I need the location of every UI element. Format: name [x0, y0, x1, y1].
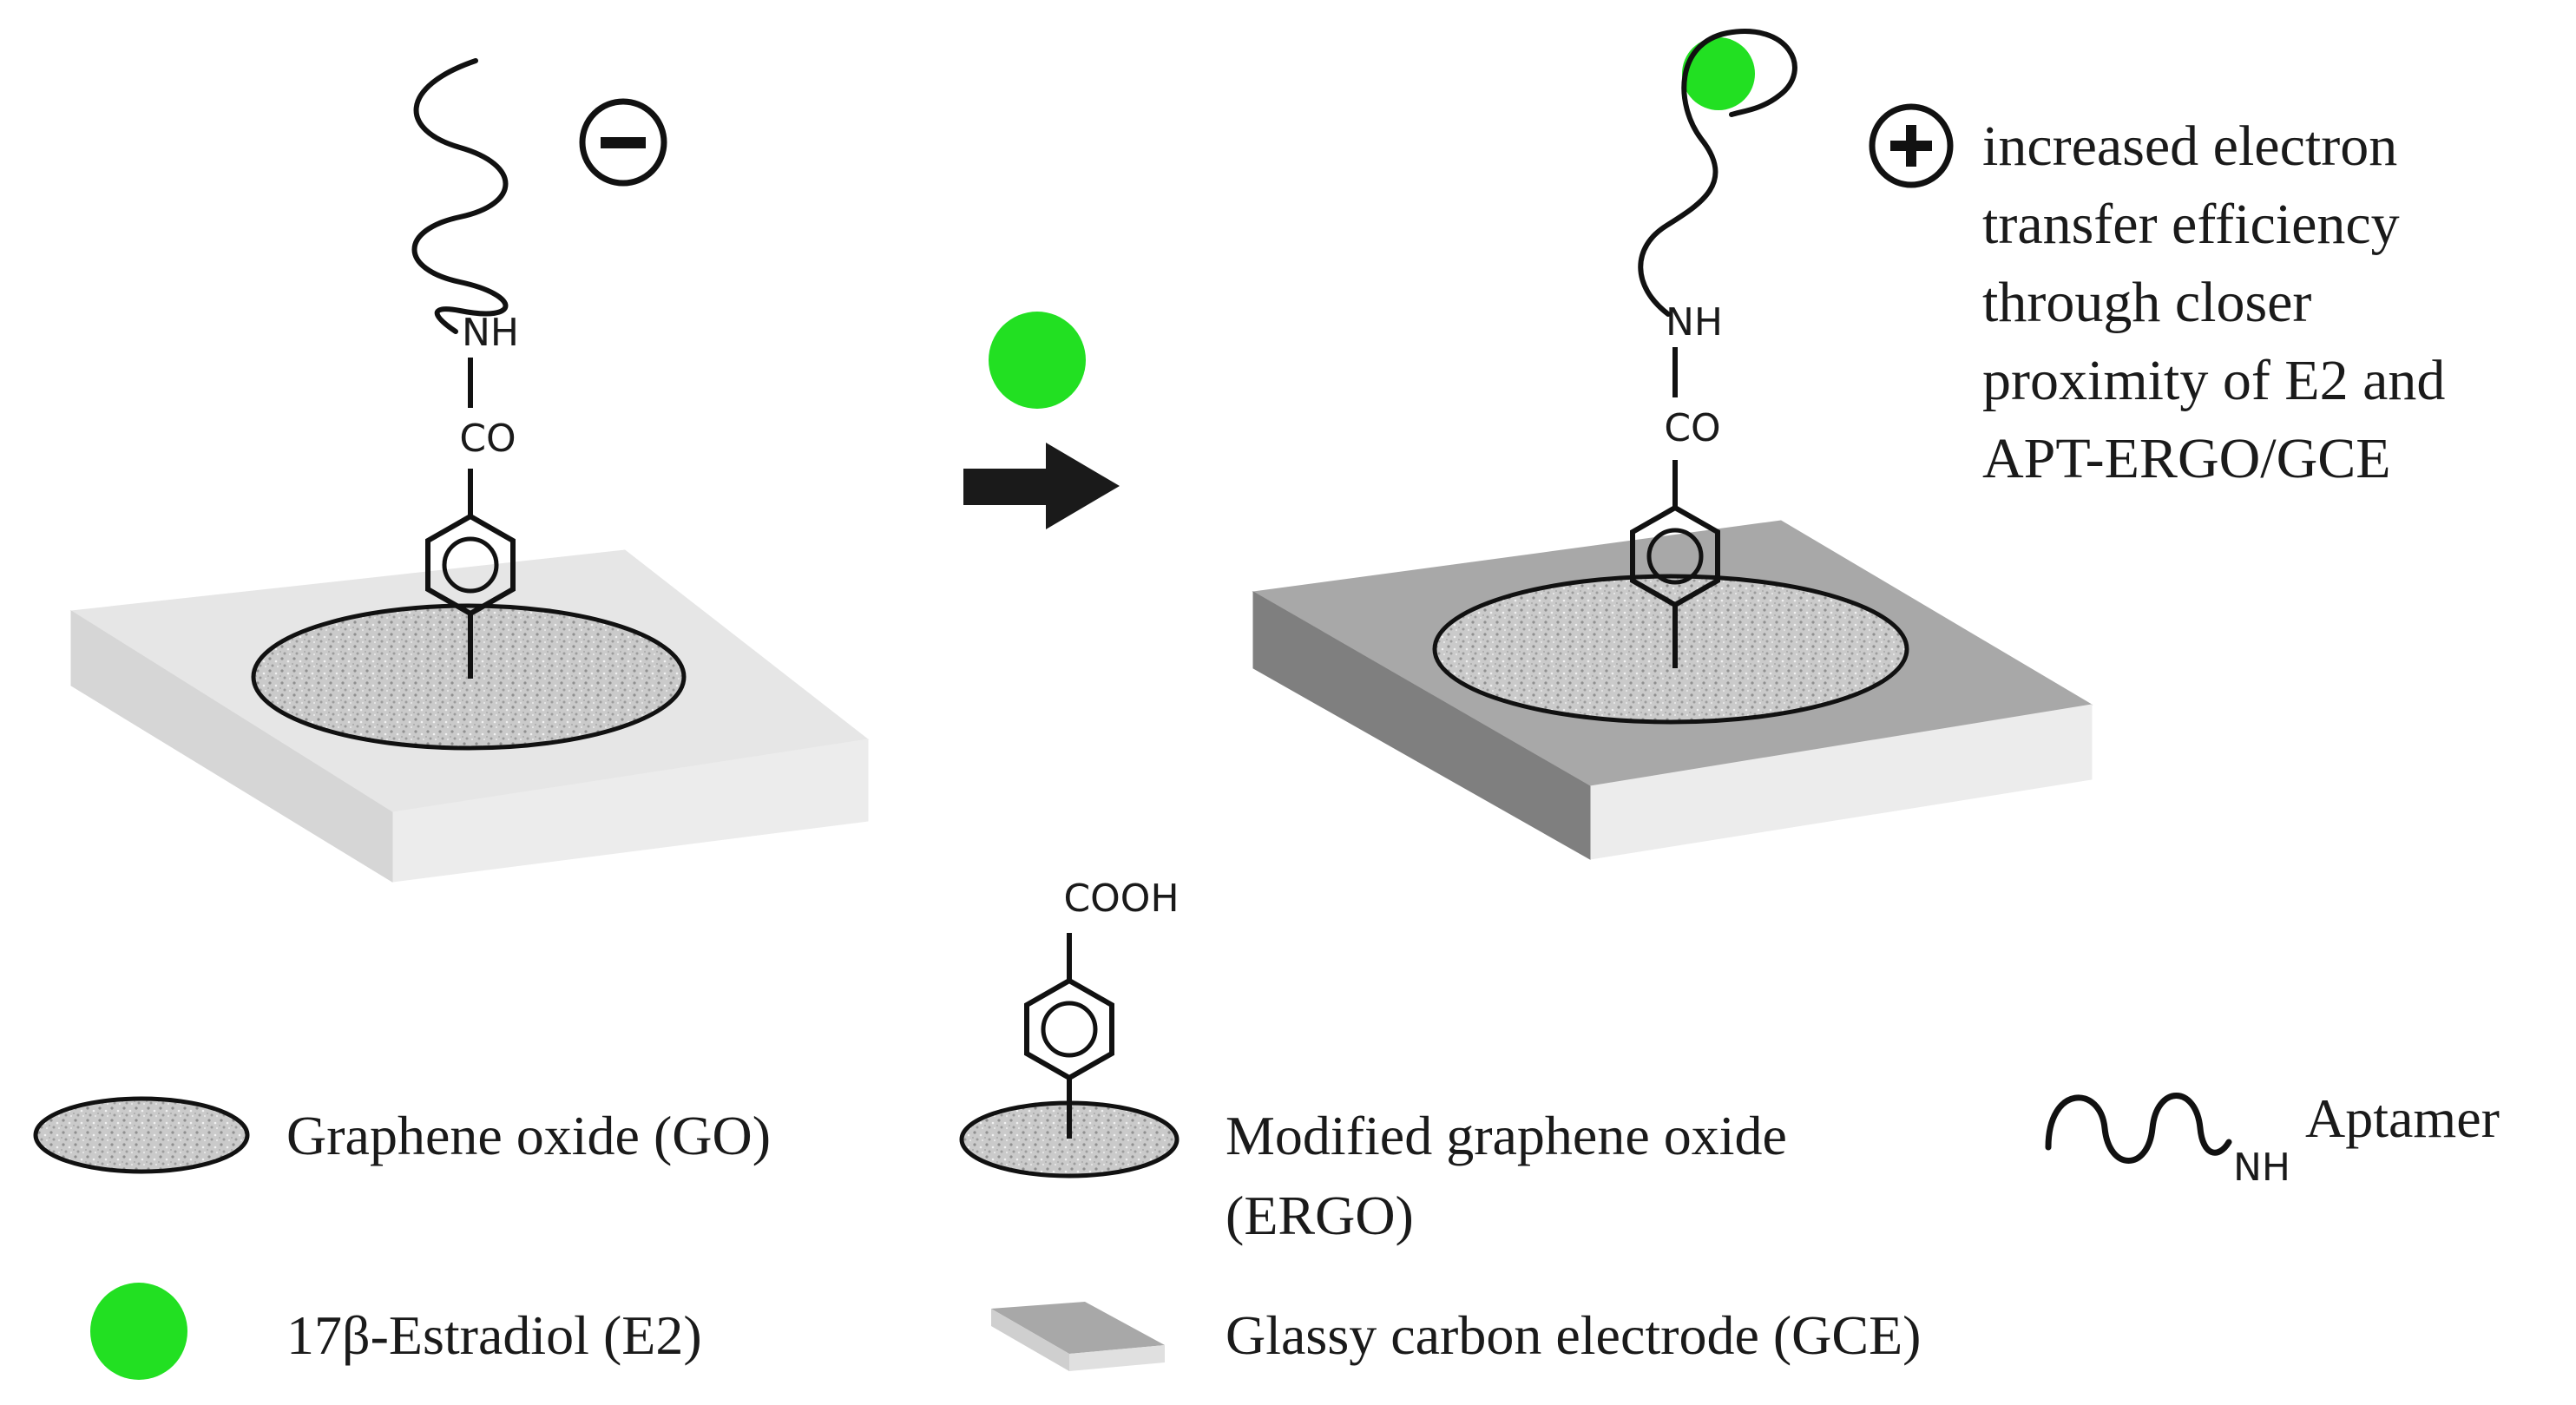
left-co-label: CO	[459, 417, 516, 461]
negative-charge-icon	[579, 98, 667, 187]
left-electrode-assembly: CO NH	[69, 58, 870, 883]
left-gce-side	[70, 610, 393, 883]
legend-aptamer: NH Aptamer	[2045, 1087, 2500, 1190]
left-nh-label: NH	[462, 311, 519, 355]
legend-ergo-benzene	[1024, 977, 1114, 1081]
legend-e2-label: 17β-Estradiol (E2)	[286, 1304, 702, 1366]
legend-aptamer-label: Aptamer	[2305, 1087, 2500, 1149]
legend-go-disc	[33, 1096, 250, 1174]
description-line-2: transfer efficiency	[1982, 193, 2400, 256]
legend-aptamer-nh: NH	[2233, 1146, 2290, 1190]
description-line-5: APT-ERGO/GCE	[1982, 427, 2391, 490]
legend-gce-side	[991, 1309, 1069, 1371]
description-line-3: through closer	[1982, 271, 2311, 334]
positive-charge-icon	[1869, 103, 1954, 188]
legend-cooh-label: COOH	[1063, 876, 1179, 921]
right-graphene-disc	[1432, 574, 1909, 725]
right-electrode-assembly: CO NH increased electron transfer effici…	[1252, 29, 2460, 860]
legend-gce-label: Glassy carbon electrode (GCE)	[1226, 1304, 1921, 1366]
right-gce-side	[1252, 591, 1591, 860]
legend-ergo-label: Modified graphene oxide (ERGO)	[1226, 1105, 1801, 1246]
legend-go: Graphene oxide (GO)	[33, 1096, 771, 1174]
legend-gce-front	[1069, 1345, 1165, 1371]
left-aptamer-strand	[411, 58, 509, 334]
legend-e2: 17β-Estradiol (E2)	[90, 1283, 702, 1380]
right-aptamer-strand-folded	[1638, 29, 1797, 317]
electron-transfer-description: increased electron transfer efficiency t…	[1982, 115, 2460, 490]
legend-gce-top	[991, 1302, 1165, 1354]
legend-gce: Glassy carbon electrode (GCE)	[991, 1302, 1921, 1371]
right-co-label: CO	[1664, 406, 1720, 450]
reaction-arrow-icon	[963, 443, 1120, 529]
right-nh-label: NH	[1666, 300, 1723, 345]
legend-e2-circle	[90, 1283, 187, 1380]
legend-go-label: Graphene oxide (GO)	[286, 1105, 771, 1166]
bound-e2-molecule	[1682, 37, 1755, 110]
description-line-1: increased electron	[1982, 115, 2397, 178]
free-e2-molecule	[989, 312, 1086, 409]
legend-ergo-label-line2: (ERGO)	[1226, 1185, 1414, 1246]
legend-ergo: COOH Modified graphene oxide (ERGO)	[959, 876, 1801, 1246]
legend-aptamer-icon	[2045, 1093, 2232, 1164]
legend: Graphene oxide (GO) COOH Modified graphe…	[33, 876, 2500, 1380]
legend-ergo-label-line1: Modified graphene oxide	[1226, 1105, 1787, 1166]
description-line-4: proximity of E2 and	[1982, 349, 2445, 412]
